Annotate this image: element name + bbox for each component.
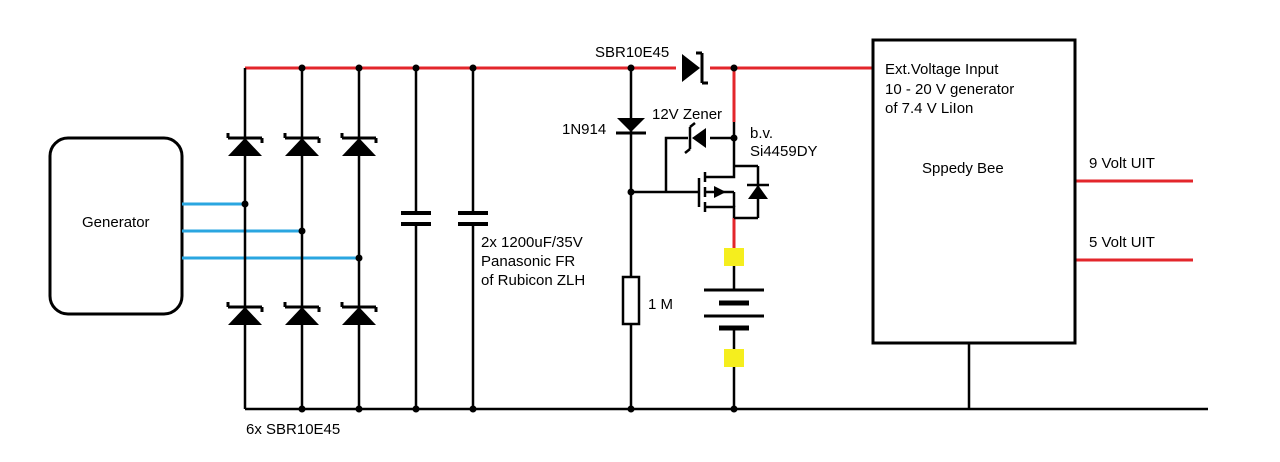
junction-dots	[241, 64, 738, 413]
wiring	[243, 68, 1208, 411]
series-diode-label: SBR10E45	[595, 44, 669, 61]
capacitor-label-line1: 2x 1200uF/35V	[481, 234, 583, 251]
capacitors	[401, 211, 488, 226]
mosfet	[681, 122, 760, 220]
generator-label: Generator	[82, 214, 150, 231]
positive-rail	[245, 66, 1193, 365]
speedybee-input-line1: Ext.Voltage Input	[885, 61, 999, 78]
signal-diode-label: 1N914	[562, 121, 606, 138]
resistor-label: 1 M	[648, 296, 673, 313]
bridge-diodes-label: 6x SBR10E45	[246, 421, 340, 438]
mosfet-label-line1: b.v.	[750, 125, 773, 142]
signal-diode	[616, 118, 646, 135]
generator-phase-wires	[182, 202, 359, 260]
mosfet-label-line2: Si4459DY	[750, 143, 818, 160]
capacitor-label-line2: Panasonic FR	[481, 253, 575, 270]
speedybee-input-line3: of 7.4 V LiIon	[885, 100, 973, 117]
generator-block	[48, 136, 184, 316]
mosfet-marks	[714, 185, 768, 199]
capacitor-label-line3: of Rubicon ZLH	[481, 272, 585, 289]
resistor	[621, 275, 641, 326]
test-point-bottom	[724, 349, 744, 367]
zener-label: 12V Zener	[652, 106, 722, 123]
test-point-top	[724, 248, 744, 266]
output-9v-label: 9 Volt UIT	[1089, 155, 1155, 172]
series-diode	[682, 51, 708, 85]
speedybee-name: Sppedy Bee	[922, 160, 1004, 177]
speedybee-block	[871, 38, 1077, 345]
output-5v-label: 5 Volt UIT	[1089, 234, 1155, 251]
zener-diode	[684, 122, 706, 154]
battery	[704, 288, 764, 331]
speedybee-input-line2: 10 - 20 V generator	[885, 81, 1014, 98]
